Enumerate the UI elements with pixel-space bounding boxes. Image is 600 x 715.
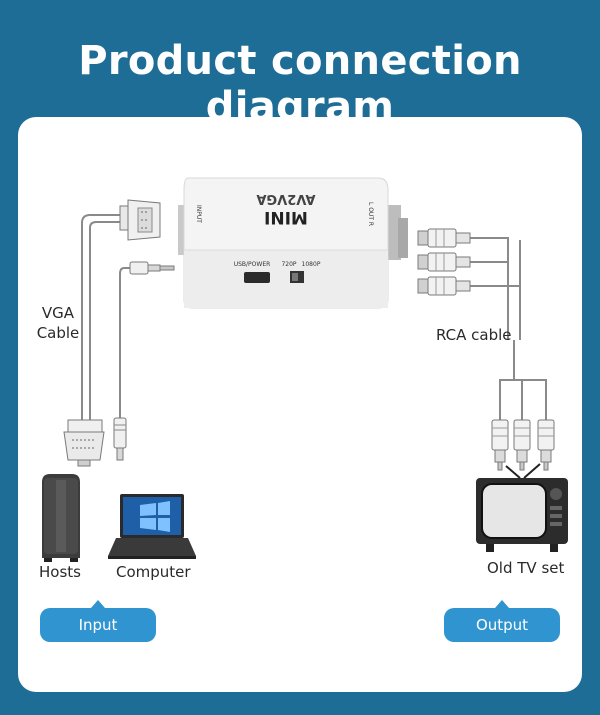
- device-usb-text: USB/POWER: [234, 261, 271, 268]
- rca-cable-label: RCA cable: [436, 326, 512, 344]
- audio-plug-top: [129, 261, 175, 275]
- hosts-label: Hosts: [39, 563, 81, 581]
- host-tower-icon: [42, 474, 80, 562]
- laptop-icon: [108, 494, 196, 559]
- device-720-text: 720P: [281, 261, 296, 268]
- device-output-text: L OUT R: [367, 202, 374, 226]
- device-brand-text: MINI: [264, 207, 308, 227]
- converter-box: [178, 177, 408, 309]
- device-input-text: INPUT: [195, 205, 202, 223]
- audio-cable: [119, 267, 130, 418]
- vga-cable-label: VGA Cable: [36, 304, 80, 342]
- output-device-button[interactable]: Output device: [444, 600, 560, 668]
- page-title: Product connection diagram: [78, 38, 522, 130]
- vga-connector-bottom: [63, 419, 105, 467]
- old-tv-label: Old TV set: [487, 559, 565, 577]
- old-tv-icon: [476, 463, 568, 552]
- vga-cable: [81, 214, 120, 420]
- computer-label: Computer: [116, 563, 191, 581]
- vga-connector-top: [119, 199, 161, 241]
- device-model-text: AV2VGA: [256, 191, 315, 206]
- rca-plugs-top: [417, 228, 471, 296]
- rca-plugs-bottom: [491, 419, 555, 471]
- input-device-button[interactable]: Input device: [40, 600, 156, 668]
- audio-plug-bottom: [113, 417, 127, 461]
- device-1080-text: 1080P: [302, 261, 321, 268]
- rca-cable: [470, 237, 547, 420]
